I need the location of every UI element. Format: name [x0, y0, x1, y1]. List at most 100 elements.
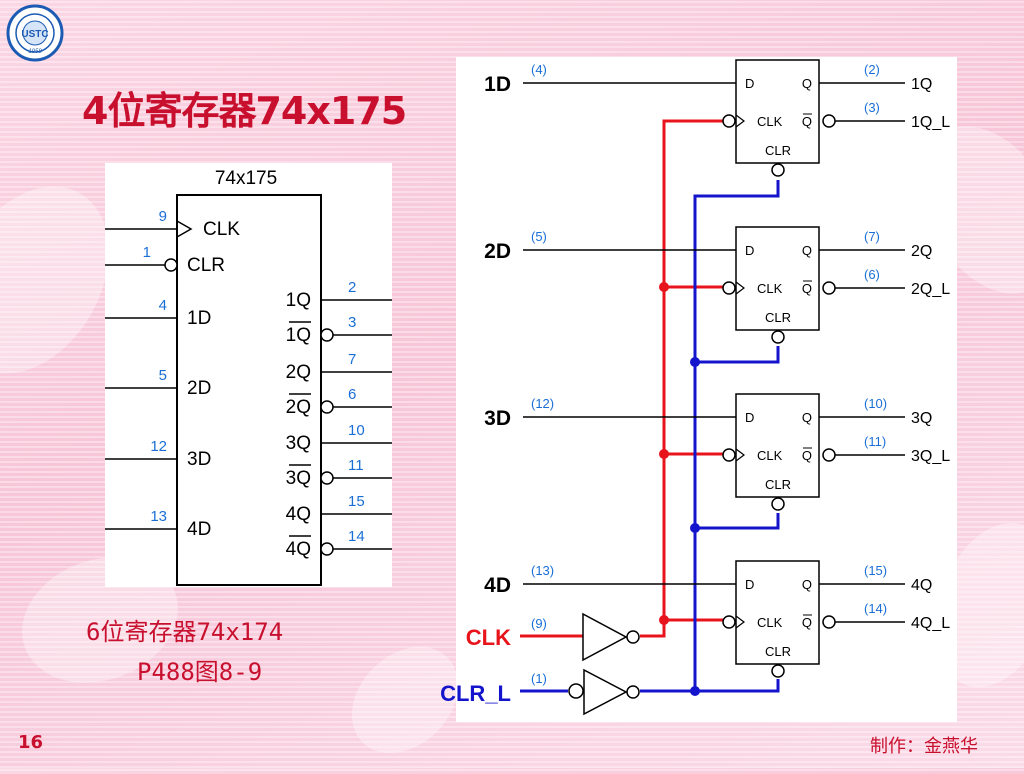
ff-clk-label: CLK — [757, 114, 783, 129]
clear-bubble — [771, 664, 785, 678]
q-pin-number: (15) — [864, 563, 887, 578]
chip-out-pin: 14 — [348, 528, 365, 545]
ff-d-label: D — [745, 243, 754, 258]
chip-in-pin: 5 — [159, 367, 167, 384]
ff-qn-label: Q — [802, 615, 812, 630]
chip-in-label: 2D — [187, 378, 211, 399]
inversion-bubble — [822, 448, 836, 462]
clk-inverter — [582, 612, 640, 662]
d-input-label: 3D — [484, 407, 511, 430]
chip-out-label: 2Q — [286, 397, 311, 418]
clr-input-label: CLR_L — [440, 681, 511, 706]
clear-bubble — [771, 497, 785, 511]
ff-d-label: D — [745, 577, 754, 592]
university-logo: USTC 1958 — [6, 4, 64, 62]
chip-in-pin: 12 — [150, 438, 167, 455]
ff-clk-label: CLK — [757, 615, 783, 630]
d-input-label: 2D — [484, 240, 511, 263]
qn-output-label: 4Q_L — [911, 615, 950, 632]
slide-title: 4位寄存器74x175 — [82, 89, 407, 133]
chip-symbol-panel: 74x175 CL — [105, 163, 392, 587]
clk-input-pin: (9) — [531, 616, 547, 631]
clr-inverter — [568, 668, 640, 716]
ff-clr-label: CLR — [765, 477, 791, 492]
chip-out-pin: 7 — [348, 351, 356, 368]
q-output-label: 1Q — [911, 76, 932, 93]
ff-clk-label: CLK — [757, 281, 783, 296]
chip-out-pin: 11 — [348, 457, 364, 474]
d-pin-number: (5) — [531, 229, 547, 244]
ff-qn-label: Q — [802, 448, 812, 463]
clr-input-pin: (1) — [531, 671, 547, 686]
qn-output-label: 1Q_L — [911, 114, 950, 131]
junction-dots — [659, 282, 700, 696]
clock-edge-marker — [735, 114, 745, 128]
ff-clk-label: CLK — [757, 448, 783, 463]
logo-text: USTC — [21, 29, 48, 40]
q-pin-number: (2) — [864, 62, 880, 77]
chip-out-label: 4Q — [286, 504, 311, 525]
ff-d-label: D — [745, 410, 754, 425]
note-line-2: P488图8-9 — [137, 658, 263, 686]
schematic-panel — [456, 57, 957, 722]
clock-edge-marker — [735, 281, 745, 295]
chip-in-label: 1D — [187, 308, 211, 329]
clear-bus — [520, 180, 780, 693]
ff-clr-label: CLR — [765, 644, 791, 659]
chip-in-label: CLR — [187, 255, 225, 276]
ff-qn-label: Q — [802, 281, 812, 296]
chip-in-label: 3D — [187, 449, 211, 470]
inversion-bubble — [822, 114, 836, 128]
qn-pin-number: (11) — [864, 434, 886, 449]
chip-in-pin: 4 — [159, 297, 167, 314]
clock-edge-marker — [735, 448, 745, 462]
clock-bus — [520, 119, 723, 638]
clk-input-label: CLK — [466, 625, 511, 650]
ff-q-label: Q — [802, 76, 812, 91]
chip-in-pin: 9 — [159, 208, 167, 225]
flip-flop-body — [735, 393, 820, 498]
clock-edge-marker — [735, 615, 745, 629]
flip-flop-body — [735, 560, 820, 665]
chip-in-label: 4D — [187, 519, 211, 540]
chip-name: 74x175 — [215, 168, 277, 189]
chip-out-label: 3Q — [286, 468, 311, 489]
chip-out-label: 3Q — [286, 433, 311, 454]
chip-out-pin: 2 — [348, 279, 356, 296]
chip-out-pin: 15 — [348, 493, 365, 510]
chip-in-pin: 13 — [150, 508, 167, 525]
qn-output-label: 2Q_L — [911, 281, 950, 298]
clock-bubble — [722, 281, 736, 295]
chip-in-pin: 1 — [143, 244, 151, 261]
d-pin-number: (13) — [531, 563, 554, 578]
q-output-label: 4Q — [911, 577, 932, 594]
ff-clr-label: CLR — [765, 143, 791, 158]
logo-year: 1958 — [28, 49, 42, 55]
ff-d-label: D — [745, 76, 754, 91]
chip-out-label: 1Q — [286, 290, 311, 311]
author-credit: 制作：金燕华 — [870, 736, 978, 757]
chip-out-label: 1Q — [286, 325, 311, 346]
page-number: 16 — [18, 732, 44, 753]
flip-flop-body — [735, 59, 820, 164]
d-pin-number: (4) — [531, 62, 547, 77]
q-pin-number: (10) — [864, 396, 887, 411]
d-pin-number: (12) — [531, 396, 554, 411]
clear-bubble — [771, 163, 785, 177]
clock-bubble — [722, 615, 736, 629]
chip-out-pin: 3 — [348, 314, 356, 331]
chip-out-pin: 6 — [348, 386, 356, 403]
qn-pin-number: (3) — [864, 100, 880, 115]
chip-out-label: 2Q — [286, 362, 311, 383]
flip-flop-body — [735, 226, 820, 331]
d-input-label: 4D — [484, 574, 511, 597]
d-input-label: 1D — [484, 73, 511, 96]
chip-body — [176, 194, 322, 586]
q-pin-number: (7) — [864, 229, 880, 244]
note-line-1: 6位寄存器74x174 — [86, 618, 284, 646]
chip-out-pin: 10 — [348, 422, 365, 439]
q-output-label: 3Q — [911, 410, 932, 427]
qn-pin-number: (6) — [864, 267, 880, 282]
ff-qn-label: Q — [802, 114, 812, 129]
